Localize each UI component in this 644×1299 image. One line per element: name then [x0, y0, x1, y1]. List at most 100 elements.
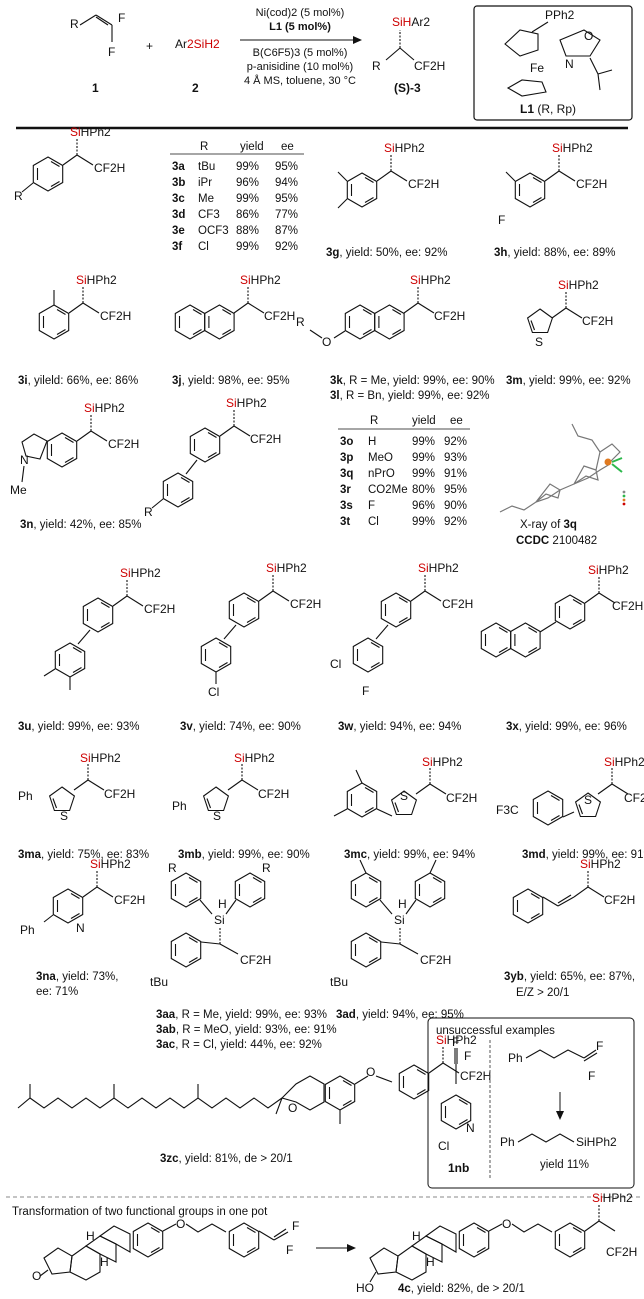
caption: 3l, R = Bn, yield: 99%, ee: 92% [330, 390, 490, 402]
svg-text:F3C: F3C [496, 803, 519, 817]
svg-text:R: R [144, 505, 153, 519]
compound-1-number: 1 [92, 81, 99, 95]
svg-text:H: H [412, 1229, 421, 1243]
svg-text:S: S [400, 789, 408, 803]
compound-3j: SiHPh2 CF2H 3j, yield: 98%, ee: 95% [172, 273, 295, 387]
svg-text:CF2H: CF2H [582, 314, 613, 328]
svg-text:SiHPh2: SiHPh2 [266, 561, 307, 575]
svg-text:91%: 91% [444, 468, 467, 480]
table-row: 3a tBu 99% 95% [172, 161, 298, 173]
svg-text:OCF3: OCF3 [198, 225, 229, 237]
svg-text:3r: 3r [340, 484, 351, 496]
product-s3: R SiHAr2 CF2H (S)-3 [372, 15, 445, 95]
svg-text:99%: 99% [236, 161, 259, 173]
svg-text:3a: 3a [172, 161, 185, 173]
svg-text:Cl: Cl [330, 657, 341, 671]
svg-text:95%: 95% [275, 161, 298, 173]
compound-2-number: 2 [192, 81, 199, 95]
svg-text:R: R [200, 141, 208, 153]
caption: 3mb, yield: 99%, ee: 90% [178, 849, 310, 861]
section-title: Transformation of two functional groups … [12, 1206, 268, 1218]
svg-text:Ph: Ph [500, 1135, 515, 1149]
svg-text:Ph: Ph [508, 1051, 523, 1065]
svg-text:Cl: Cl [438, 1139, 449, 1153]
svg-text:3o: 3o [340, 436, 353, 448]
compound-2: Ar2SiH2 2 [175, 37, 220, 95]
svg-text:SiHPh2: SiHPh2 [80, 751, 121, 765]
svg-text:3f: 3f [172, 241, 182, 253]
svg-text:N: N [466, 1121, 475, 1135]
svg-text:SiHPh2: SiHPh2 [410, 273, 451, 287]
svg-text:SiHPh2: SiHPh2 [436, 1033, 477, 1047]
compound-3md: F3C S SiHPh2 CF2 3md, yield: 99%, ee: 91… [496, 755, 644, 861]
caption: 3m, yield: 99%, ee: 92% [506, 375, 631, 387]
compound-3mb: Ph S SiHPh2 CF2H 3mb, yield: 99%, ee: 90… [172, 751, 310, 861]
solvent-line: 4 Å MS, toluene, 30 °C [244, 74, 356, 87]
svg-text:CF2H: CF2H [612, 599, 643, 613]
svg-text:Cl: Cl [198, 241, 209, 253]
svg-text:SiHPh2: SiHPh2 [240, 273, 281, 287]
svg-text:iPr: iPr [198, 177, 212, 189]
compound-3m: S SiHPh2 CF2H 3m, yield: 99%, ee: 92% [506, 278, 631, 387]
compound-3v: Cl SiHPh2 CF2H 3v, yield: 74%, ee: 90% [180, 561, 321, 733]
svg-text:92%: 92% [275, 241, 298, 253]
svg-text:CF2H: CF2H [420, 953, 451, 967]
caption: 3w, yield: 94%, ee: 94% [338, 721, 461, 733]
svg-text:Si: Si [394, 913, 405, 927]
svg-text:3q: 3q [340, 468, 353, 480]
svg-text:SiHPh2: SiHPh2 [580, 857, 621, 871]
compound-3aa-3ac: R R Si H CF2H tBu 3aa, R = Me, yield: 99… [150, 861, 337, 1051]
svg-text:CF2: CF2 [624, 791, 644, 805]
svg-text:O: O [322, 335, 331, 349]
box-title: unsuccessful examples [436, 1025, 555, 1037]
compound-3mc: S SiHPh2 CF2H 3mc, yield: 99%, ee: 94% [333, 755, 477, 861]
caption: 3n, yield: 42%, ee: 85% [20, 519, 141, 531]
failed-alkene: Ph F F Ph SiHPh2 yield 11% [500, 1039, 617, 1171]
compound-1nb: F F N Cl 1nb [438, 1035, 475, 1175]
svg-text:87%: 87% [275, 225, 298, 237]
svg-text:F: F [292, 1219, 299, 1233]
xray-structure: X-ray of 3q CCDC 2100482 [499, 423, 626, 547]
svg-text:CF2H: CF2H [414, 59, 445, 73]
svg-text:80%: 80% [412, 484, 435, 496]
svg-text:SiHPh2: SiHPh2 [418, 561, 459, 575]
ligand-caption: L1 (R, Rp) [520, 102, 576, 116]
svg-text:tBu: tBu [198, 161, 215, 173]
caption: 3x, yield: 99%, ee: 96% [506, 721, 627, 733]
svg-text:R: R [168, 861, 177, 875]
svg-text:94%: 94% [275, 177, 298, 189]
compound-3na: N Ph SiHPh2 CF2H 3na, yield: 73%, ee: 71… [20, 857, 145, 998]
caption: 3k, R = Me, yield: 99%, ee: 90% [330, 375, 495, 387]
svg-text:tBu: tBu [150, 975, 168, 989]
svg-text:3zc, yield: 81%, de > 20/1: 3zc, yield: 81%, de > 20/1 [160, 1153, 293, 1165]
svg-text:4c, yield: 82%, de > 20/1: 4c, yield: 82%, de > 20/1 [398, 1283, 525, 1295]
svg-text:H: H [100, 1255, 109, 1269]
svg-text:SiHPh2: SiHPh2 [76, 273, 117, 287]
svg-text:H: H [398, 897, 407, 911]
svg-text:3b: 3b [172, 177, 185, 189]
svg-text:Si: Si [214, 913, 225, 927]
svg-text:R: R [262, 861, 271, 875]
svg-text:SiHPh2: SiHPh2 [588, 563, 629, 577]
svg-text:Ph: Ph [172, 799, 187, 813]
svg-text:3c: 3c [172, 193, 185, 205]
svg-text:Ph: Ph [18, 789, 33, 803]
caption: 3mc, yield: 99%, ee: 94% [344, 849, 475, 861]
svg-text:H: H [86, 1229, 95, 1243]
svg-text:S: S [213, 809, 221, 823]
svg-text:CF2H: CF2H [604, 893, 635, 907]
svg-text:yield: yield [412, 415, 436, 427]
unsuccessful-box: unsuccessful examples F F N Cl 1nb Ph F … [427, 1017, 635, 1189]
svg-text:Ph: Ph [20, 923, 35, 937]
svg-text:CF2H: CF2H [408, 177, 439, 191]
caption: 3na, yield: 73%, [36, 971, 118, 983]
svg-text:99%: 99% [412, 452, 435, 464]
